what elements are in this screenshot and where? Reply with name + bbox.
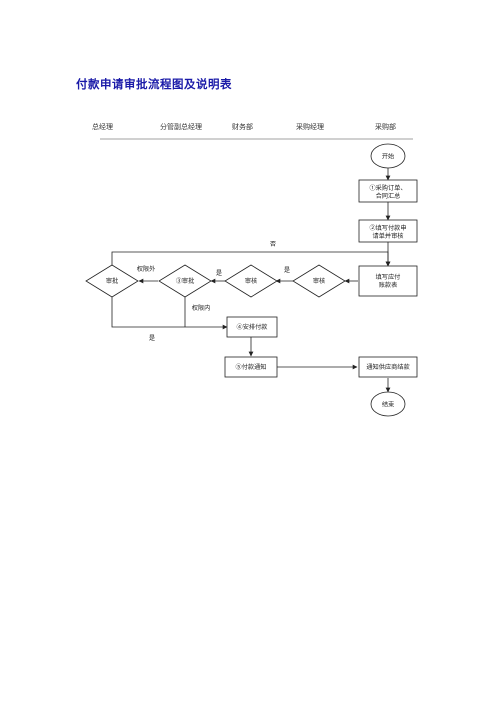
edge-label-beyond-authority: 权限外 <box>137 265 156 273</box>
edge-label-yes-3: 是 <box>149 335 155 342</box>
node-step4 <box>226 316 278 338</box>
node-review-finance <box>224 264 278 298</box>
node-approve-gm <box>85 264 139 298</box>
node-fill <box>358 265 418 297</box>
edge-gm-yes <box>111 297 185 328</box>
edge-label-yes-2: 是 <box>216 270 222 277</box>
label-approve-vp: ③审批 <box>176 277 195 285</box>
label-review-purchase-manager: 审核 <box>313 277 325 285</box>
label-step5: ⑤付款通知 <box>236 363 267 371</box>
node-notify-supplier <box>358 356 418 378</box>
label-step4: ④安排付款 <box>237 323 268 331</box>
column-header-general-manager: 总经理 <box>92 123 113 131</box>
page-title: 付款申请审批流程图及说明表 <box>76 77 232 91</box>
node-step1 <box>358 179 418 203</box>
label-start: 开始 <box>382 153 394 161</box>
column-header-finance: 财务部 <box>232 123 253 131</box>
label-step2-line2: 请单并审核 <box>373 232 404 240</box>
edge-label-no: 否 <box>270 241 276 248</box>
node-step5 <box>224 356 278 378</box>
label-step1-line2: 合同汇总 <box>376 192 401 200</box>
column-header-purchase-manager: 采购经理 <box>296 123 324 131</box>
edge-no-loop <box>111 251 391 267</box>
column-header-vice-general-manager: 分管副总经理 <box>160 123 202 131</box>
label-step1-line1: ①采购订单、 <box>369 184 406 192</box>
edge-label-within-authority: 权限内 <box>192 304 211 312</box>
label-review-finance: 审核 <box>245 277 257 285</box>
label-fill-line2: 账款表 <box>379 281 398 289</box>
label-approve-gm: 审批 <box>106 277 118 285</box>
edge-label-yes-1: 是 <box>284 267 290 274</box>
node-approve-vp <box>158 264 212 298</box>
node-step2 <box>358 219 418 243</box>
label-step2-line1: ②填写付款申 <box>369 224 406 232</box>
node-end <box>370 391 406 417</box>
node-review-purchase-manager <box>292 264 346 298</box>
label-fill-line1: 填写应付 <box>376 273 401 281</box>
node-start <box>370 143 406 169</box>
label-notify-supplier: 通知供应商结款 <box>366 363 409 371</box>
column-header-purchasing: 采购部 <box>375 123 396 131</box>
label-end: 结束 <box>382 401 394 409</box>
